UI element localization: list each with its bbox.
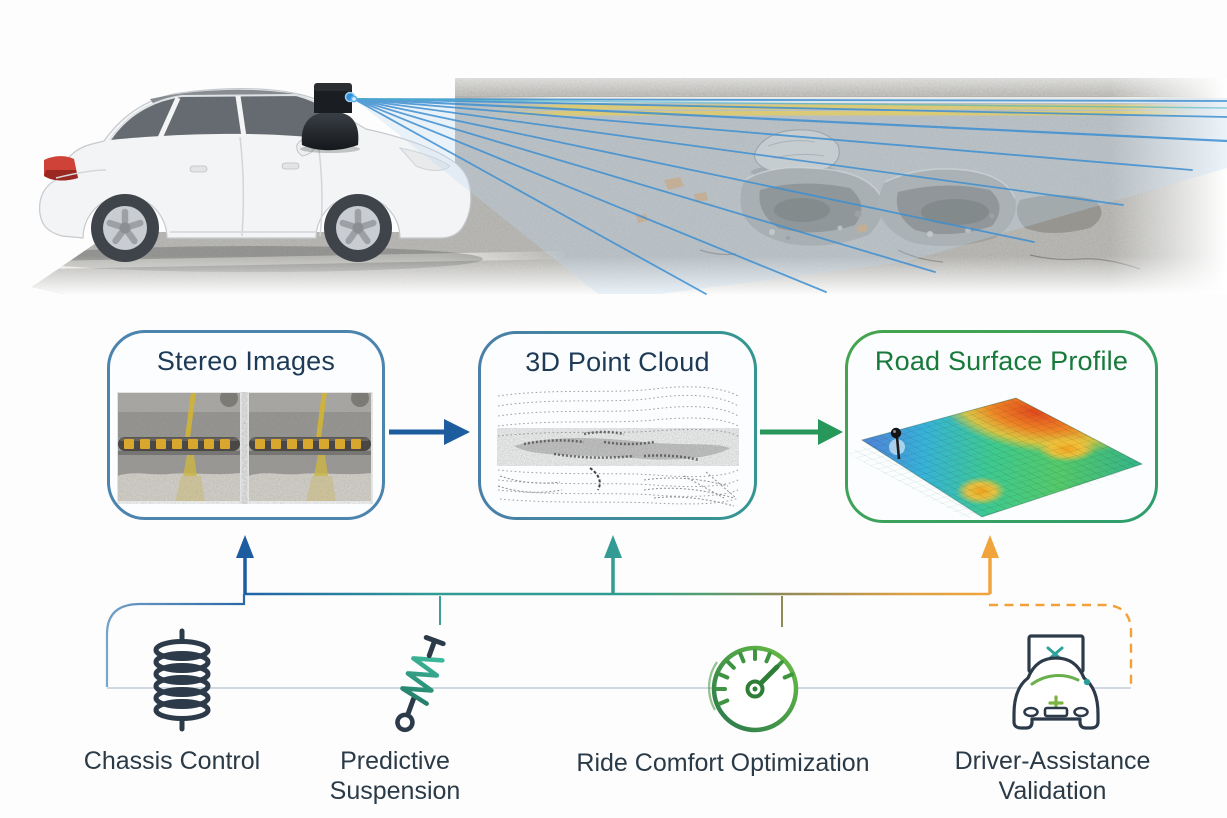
label-chassis-control: Chassis Control bbox=[83, 747, 261, 775]
arrow-stereo-to-cloud bbox=[389, 419, 470, 445]
elevation-surface bbox=[860, 397, 1144, 518]
label-ride-comfort-optimization: Ride Comfort Optimization bbox=[576, 749, 870, 777]
speedometer-icon bbox=[707, 645, 799, 733]
sensor-beam-fan bbox=[350, 95, 1227, 295]
point-cloud-title: 3D Point Cloud bbox=[525, 347, 710, 377]
car-windows bbox=[110, 95, 348, 140]
rear-wheel bbox=[91, 194, 159, 262]
point-cloud-graphic bbox=[497, 386, 739, 507]
arrow-cloud-to-profile bbox=[760, 419, 843, 445]
headlight bbox=[398, 147, 451, 171]
label-driver-assistance-validation: Driver-Assistance Validation bbox=[954, 747, 1151, 805]
yellow-line-1 bbox=[490, 104, 1212, 110]
car-check-icon bbox=[1012, 634, 1100, 730]
left-branch-line bbox=[105, 594, 246, 687]
front-wheel bbox=[324, 194, 392, 262]
door-handle bbox=[281, 162, 300, 170]
dashed-validation-line bbox=[989, 603, 1133, 685]
up-arrow-teal bbox=[604, 535, 622, 594]
surface-profile-title: Road Surface Profile bbox=[874, 346, 1129, 376]
roof-sensor-icon bbox=[300, 83, 360, 153]
label-predictive-suspension: Predictive Suspension bbox=[329, 747, 461, 805]
pothole-right bbox=[878, 168, 1102, 247]
stereo-images-title: Stereo Images bbox=[156, 346, 336, 376]
up-arrow-orange bbox=[981, 535, 999, 594]
hero-illustration bbox=[32, 78, 1227, 295]
shock-absorber-icon bbox=[395, 635, 446, 733]
up-arrow-blue bbox=[236, 535, 254, 594]
coil-spring-icon bbox=[153, 628, 211, 732]
surface-profile-graphic bbox=[846, 397, 1144, 519]
autonomous-car bbox=[39, 83, 472, 262]
map-pin-icon bbox=[889, 427, 905, 460]
door-handle bbox=[189, 165, 208, 173]
yellow-line-2 bbox=[490, 111, 1212, 116]
